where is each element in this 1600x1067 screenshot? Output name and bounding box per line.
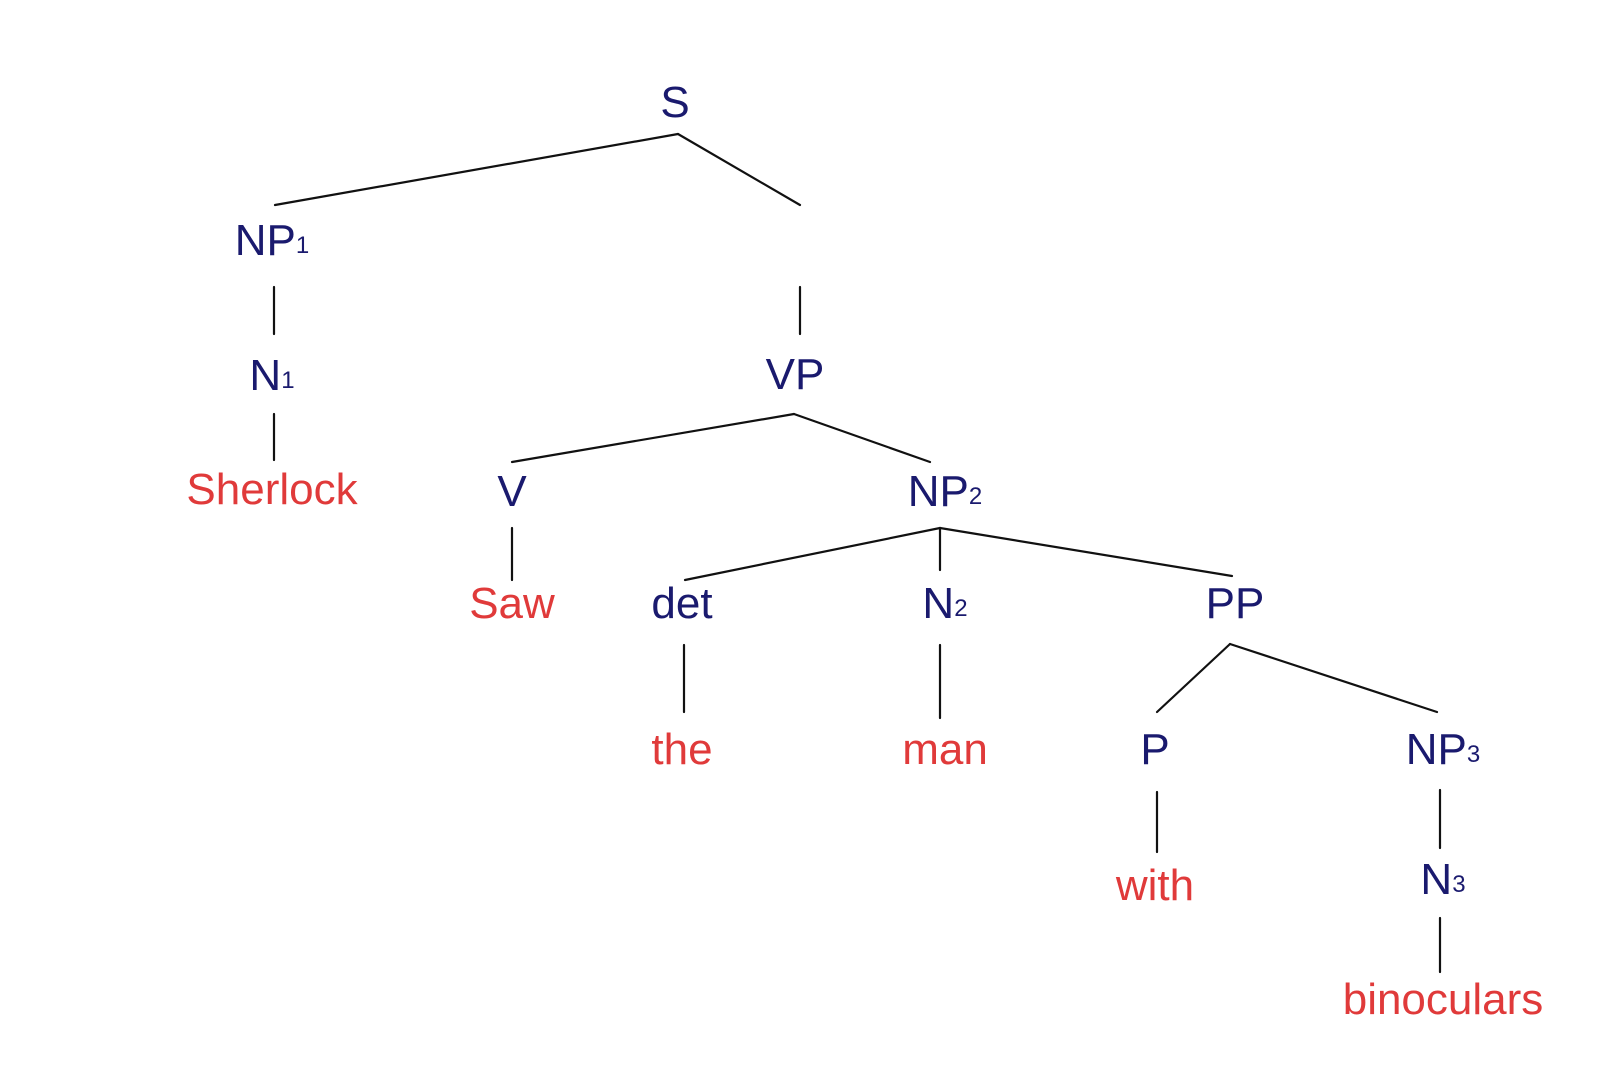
node-label: binoculars: [1343, 975, 1544, 1024]
node-np1: NP1: [235, 216, 309, 265]
node-label: VP: [766, 350, 825, 399]
node-label: P: [1140, 725, 1169, 774]
node-label: S: [660, 78, 689, 127]
edge-pp-p: [1155, 642, 1232, 714]
word-with: with: [1115, 861, 1194, 910]
edge-vp-np2: [792, 412, 932, 464]
node-label: det: [651, 579, 712, 628]
word-man: man: [902, 725, 988, 774]
node-label: PP: [1206, 579, 1265, 628]
node-s: S: [660, 78, 689, 127]
word-saw: Saw: [469, 579, 555, 628]
edge-vp-v: [510, 412, 796, 464]
tree-edges: [272, 132, 1442, 974]
node-label: NP: [908, 467, 969, 516]
node-subscript: 2: [954, 595, 967, 622]
node-n2: N2: [922, 579, 967, 628]
node-vp: VP: [766, 350, 825, 399]
node-subscript: 2: [969, 483, 982, 510]
edge-pp-np3: [1228, 642, 1439, 714]
edge-s-np1: [273, 132, 680, 207]
word-sherlock: Sherlock: [186, 465, 358, 514]
node-label: N: [249, 351, 281, 400]
node-p: P: [1140, 725, 1169, 774]
edge-np2-pp: [938, 526, 1234, 578]
node-pp: PP: [1206, 579, 1265, 628]
word-binoculars: binoculars: [1343, 975, 1544, 1024]
node-subscript: 1: [296, 232, 309, 259]
node-det: det: [651, 579, 712, 628]
node-label: Sherlock: [186, 465, 358, 514]
node-np3: NP3: [1406, 725, 1480, 774]
node-subscript: 3: [1452, 871, 1465, 898]
node-label: N: [922, 579, 954, 628]
node-n3: N3: [1420, 855, 1465, 904]
edge-s-vp: [676, 132, 802, 207]
node-label: NP: [235, 216, 296, 265]
node-label: V: [497, 467, 527, 516]
node-subscript: 1: [281, 367, 294, 394]
node-label: NP: [1406, 725, 1467, 774]
node-v: V: [497, 467, 527, 516]
node-label: N: [1420, 855, 1452, 904]
word-the: the: [651, 725, 712, 774]
node-label: with: [1115, 861, 1194, 910]
edge-np2-det: [683, 526, 942, 582]
node-n1: N1: [249, 351, 294, 400]
node-label: man: [902, 725, 988, 774]
node-label: the: [651, 725, 712, 774]
node-label: Saw: [469, 579, 555, 628]
node-subscript: 3: [1467, 741, 1480, 768]
node-np2: NP2: [908, 467, 982, 516]
